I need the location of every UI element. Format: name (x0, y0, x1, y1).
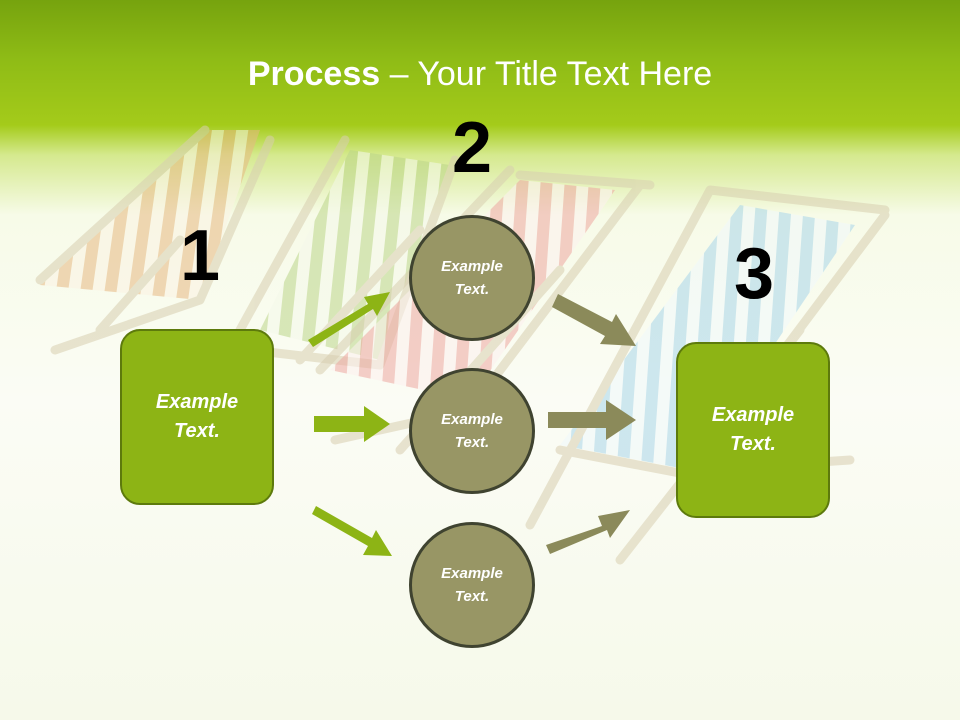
step-circle-bottom-text: Example Text. (441, 565, 503, 605)
step-circle-top[interactable]: Example Text. (409, 215, 535, 341)
title-bold: Process (247, 55, 381, 93)
slide-title: Process – Your Title Text Here (0, 52, 960, 96)
step-number-2: 2 (451, 108, 493, 188)
arrow-left-to-circle-top (308, 292, 390, 347)
arrow-left-to-circle-middle (314, 406, 390, 442)
deck-chair-green (235, 135, 460, 370)
step-circle-bottom[interactable]: Example Text. (409, 522, 535, 648)
step-circle-middle[interactable]: Example Text. (409, 368, 535, 494)
title-rest: – Your Title Text Here (380, 55, 713, 93)
arrow-circle-top-to-right (552, 294, 636, 346)
right-step-box-text: Example Text. (711, 404, 795, 455)
left-step-box-text: Example Text. (155, 391, 239, 442)
step-number-3: 3 (733, 234, 775, 314)
deck-chair-orange (35, 125, 275, 355)
arrow-circle-middle-to-right (548, 400, 636, 440)
left-step-box[interactable]: Example Text. (120, 329, 274, 505)
step-circle-top-text: Example Text. (441, 258, 503, 298)
arrow-circle-bottom-to-right (546, 510, 630, 554)
right-step-box[interactable]: Example Text. (676, 342, 830, 518)
step-number-1: 1 (179, 216, 221, 296)
step-circle-middle-text: Example Text. (441, 411, 503, 451)
arrow-left-to-circle-bottom (312, 506, 392, 556)
